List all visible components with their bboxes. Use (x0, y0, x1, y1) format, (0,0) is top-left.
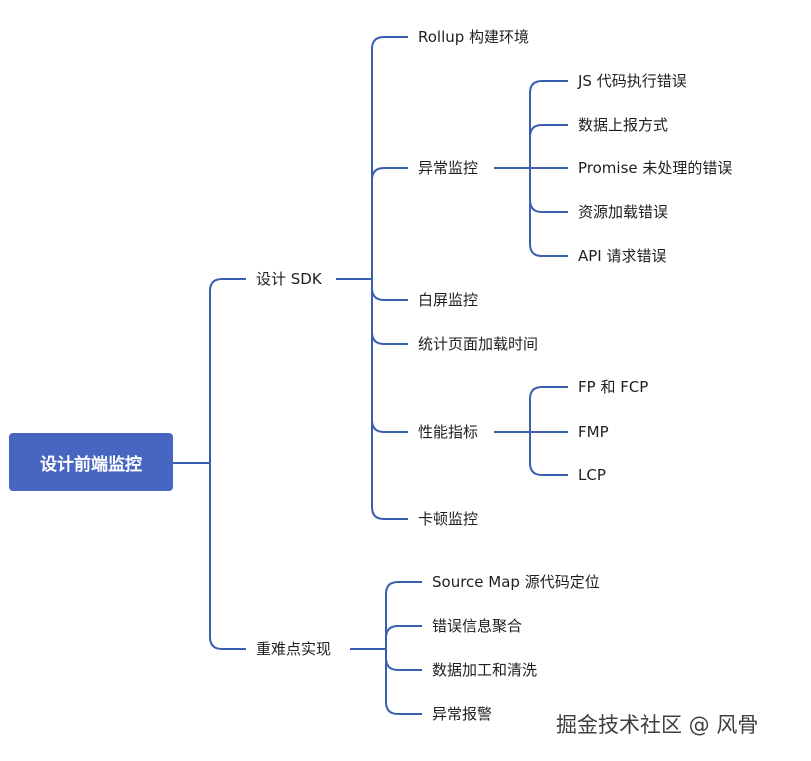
node-hard-process[interactable]: 数据加工和清洗 (432, 661, 538, 679)
link-sdk-rollup (371, 36, 408, 279)
node-loadtime[interactable]: 统计页面加载时间 (418, 335, 539, 353)
node-perf-lcp[interactable]: LCP (578, 466, 606, 484)
link-sdk-jank (371, 279, 408, 520)
root-node[interactable]: 设计前端监控 (9, 433, 173, 491)
node-exc-api[interactable]: API 请求错误 (578, 247, 667, 265)
node-exc-js[interactable]: JS 代码执行错误 (578, 72, 687, 90)
link-exc-0 (529, 80, 568, 168)
link-sdk-loadtime (371, 279, 408, 345)
link-perf-0 (529, 386, 568, 432)
link-root-sdk (209, 278, 246, 463)
watermark: 掘金技术社区 @ 风骨 (556, 713, 759, 737)
node-sdk[interactable]: 设计 SDK (256, 270, 322, 288)
node-exception[interactable]: 异常监控 (418, 159, 479, 177)
node-hard-sourcemap[interactable]: Source Map 源代码定位 (432, 573, 600, 591)
node-exc-resource[interactable]: 资源加载错误 (578, 203, 669, 221)
link-hard-3 (385, 649, 422, 715)
link-exc-4 (529, 168, 568, 257)
node-rollup[interactable]: Rollup 构建环境 (418, 28, 530, 46)
link-exc-3 (529, 168, 568, 213)
node-hard-aggregate[interactable]: 错误信息聚合 (432, 617, 523, 635)
link-perf-2 (529, 432, 568, 476)
link-hard-0 (385, 581, 422, 649)
link-exc-1 (529, 124, 568, 168)
node-perf-fp[interactable]: FP 和 FCP (578, 378, 649, 396)
link-hard-1 (385, 625, 422, 649)
node-exc-report[interactable]: 数据上报方式 (578, 116, 669, 134)
link-sdk-perf (371, 279, 408, 433)
node-whitescreen[interactable]: 白屏监控 (418, 291, 479, 309)
link-root-hard (209, 463, 246, 650)
node-perf-fmp[interactable]: FMP (578, 423, 609, 441)
link-sdk-whitescreen (371, 279, 408, 301)
node-jank[interactable]: 卡顿监控 (418, 510, 479, 528)
node-hard[interactable]: 重难点实现 (256, 640, 332, 658)
node-perf[interactable]: 性能指标 (418, 423, 479, 441)
node-exc-promise[interactable]: Promise 未处理的错误 (578, 159, 733, 177)
link-sdk-exception (371, 167, 408, 279)
node-hard-alert[interactable]: 异常报警 (432, 705, 493, 723)
link-hard-2 (385, 649, 422, 671)
